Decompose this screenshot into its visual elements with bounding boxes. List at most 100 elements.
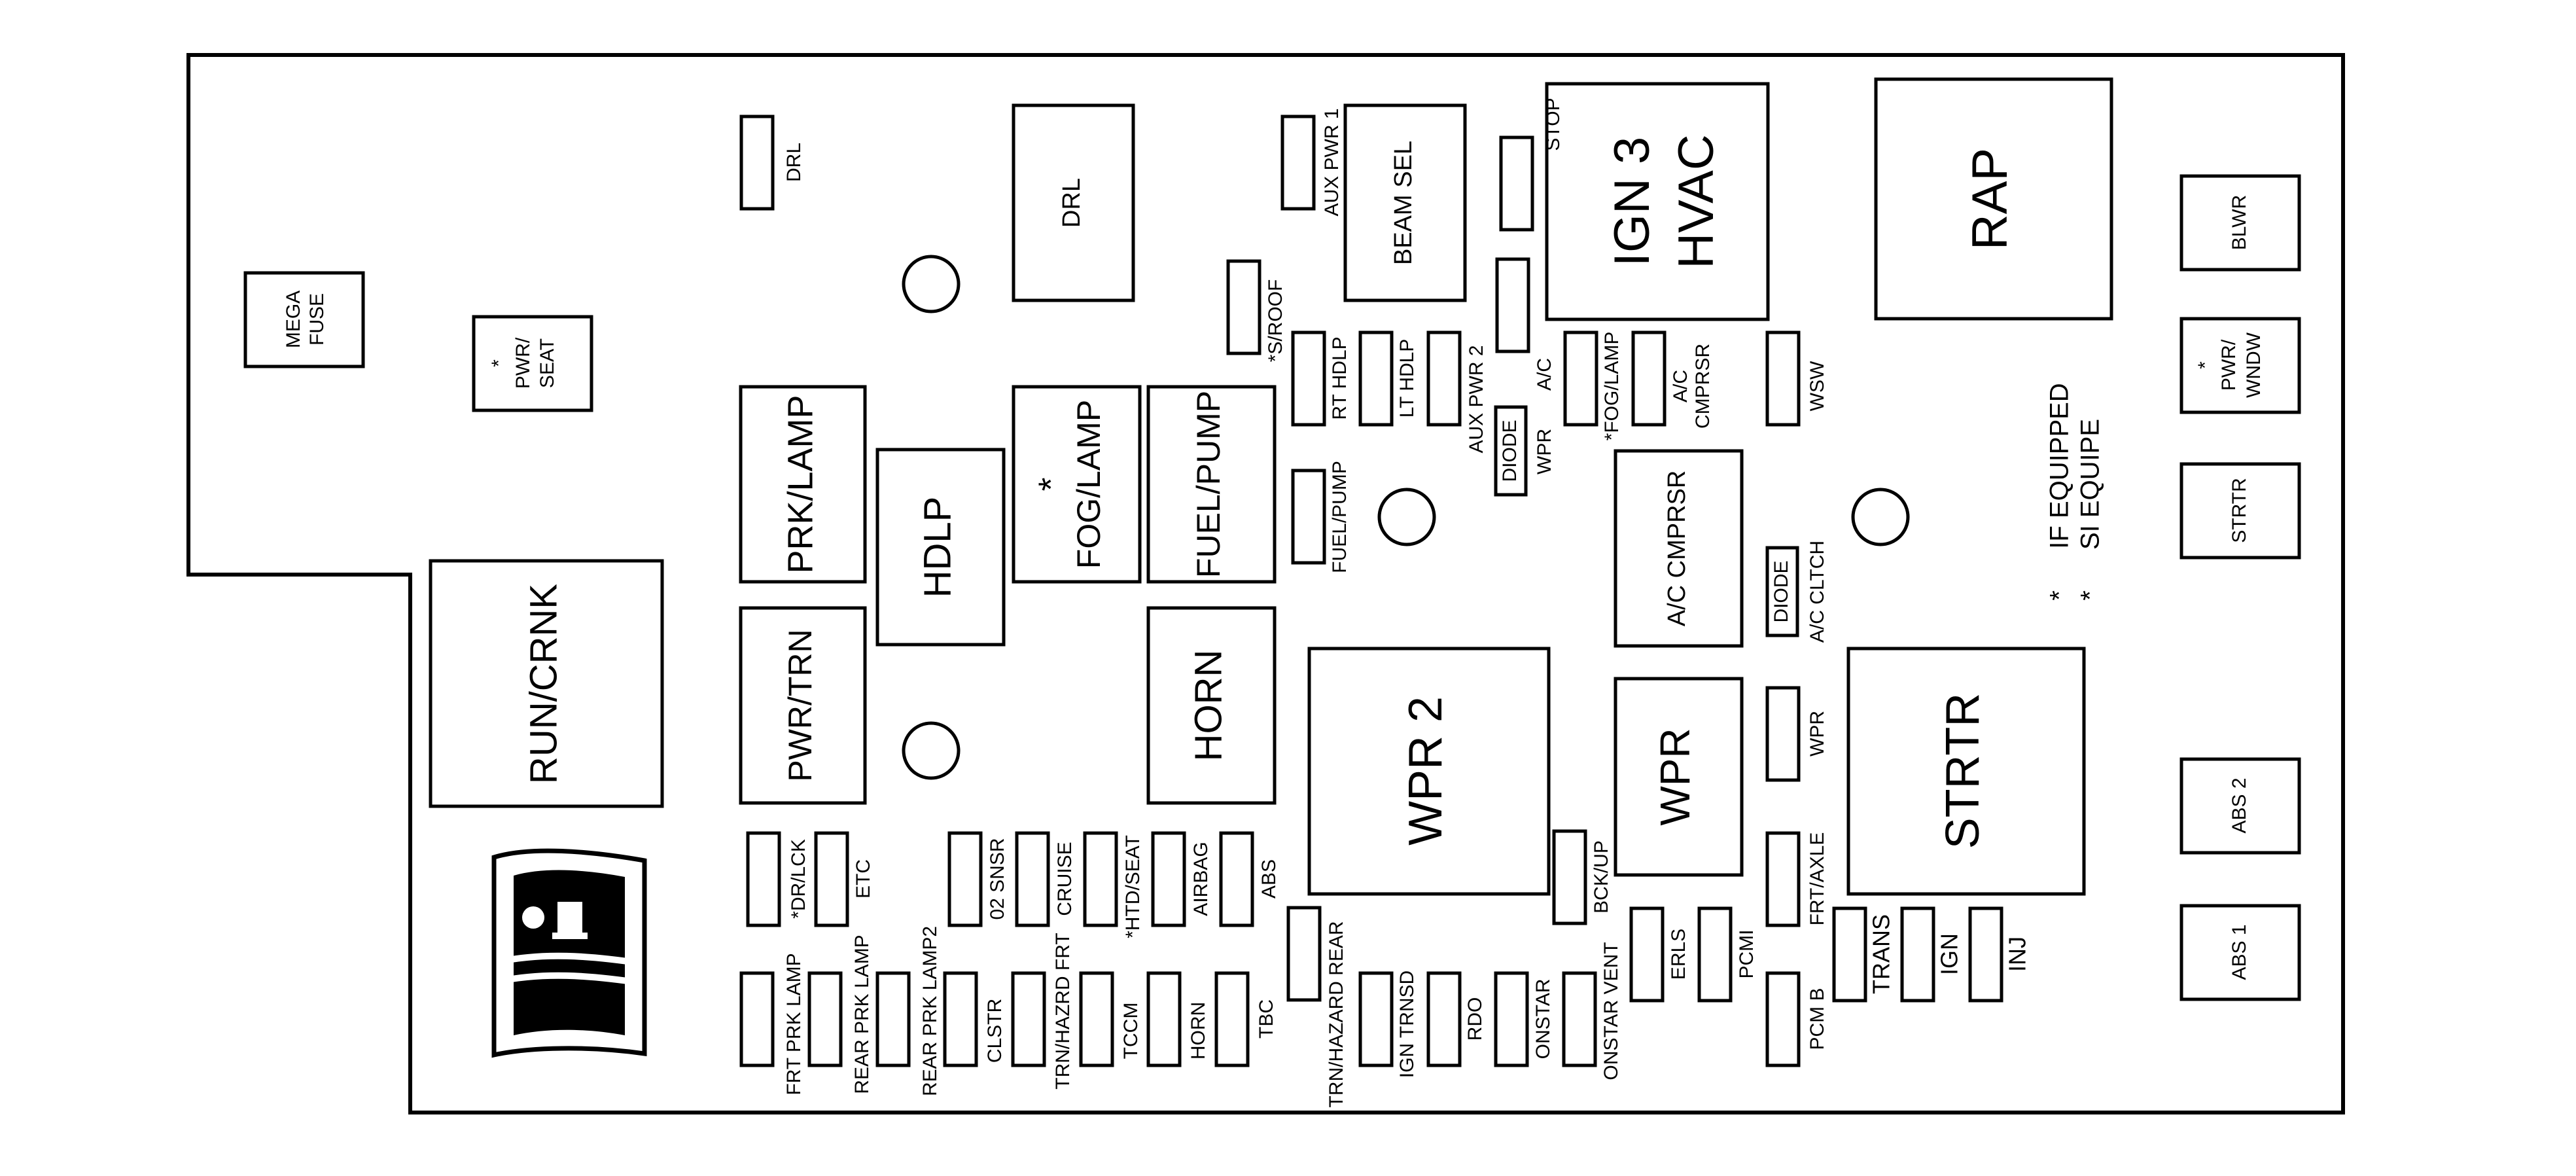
fuse-wsw: WSW	[1765, 330, 1828, 427]
relay-beam-sel: BEAM SEL	[1343, 103, 1467, 302]
fuse-label: ERLS	[1668, 929, 1689, 980]
fuse-tccm: TCCM	[1079, 971, 1142, 1067]
fuse-label: ABS 1	[2229, 924, 2250, 980]
fuse-label: TRANS	[1868, 914, 1895, 994]
fuse-pcm-b: PCM B	[1765, 971, 1828, 1067]
relay-label: RUN/CRNK	[522, 584, 565, 784]
fuse-label: *HTD/SEAT	[1122, 835, 1144, 938]
legend-star: *	[2076, 590, 2105, 601]
relay-fog-lamp: * FOG/LAMP	[1012, 385, 1142, 584]
relay-label: WPR 2	[1400, 696, 1452, 846]
fuse-label: PWR/	[2218, 339, 2240, 391]
fuse-label: *	[2195, 361, 2216, 369]
relay-label: IGN 3	[1604, 137, 1660, 267]
owner-manual-book-icon	[491, 848, 647, 1058]
fuse-rear-prk-lamp: REAR PRK LAMP	[807, 935, 873, 1094]
fuse-abs-1: ABS 1	[2179, 904, 2301, 1001]
fuse-label: IGN	[1936, 933, 1963, 975]
fuse-label: STOP	[1542, 98, 1564, 151]
fuse-fuel-pump: FUEL/PUMP	[1291, 461, 1350, 573]
fuse-label: CMPRSR	[1692, 344, 1714, 429]
relay-strtr: STRTR	[1846, 647, 2086, 896]
fuse-erls: ERLS	[1629, 906, 1689, 1003]
fuse-label: *FOG/LAMP	[1601, 332, 1623, 441]
fuse-label: *	[488, 359, 510, 367]
fuse-label: WSW	[1807, 361, 1828, 411]
legend-text: SI EQUIPE	[2076, 419, 2105, 550]
fuse-label: AIRBAG	[1190, 842, 1212, 916]
relay-label: FUEL/PUMP	[1190, 391, 1227, 578]
relay-label: WPR	[1651, 728, 1699, 825]
fuse-label: REAR PRK LAMP2	[919, 926, 941, 1096]
fuse-label: PCMI	[1736, 930, 1757, 979]
diode-2: DIODE	[1765, 546, 1799, 637]
fuse-ign-trnsd: IGN TRNSD	[1358, 971, 1418, 1078]
fuse-label-ac: A/C	[1534, 358, 1555, 391]
fuse-drl: DRL	[739, 115, 805, 211]
fuse-label: TRN/HAZARD REAR	[1326, 921, 1347, 1107]
fuse-rear-prk-lamp2: REAR PRK LAMP2	[875, 926, 941, 1096]
fuse-label: TBC	[1256, 999, 1277, 1039]
fuse-trn-hazrd-frt: TRN/HAZRD FRT	[1011, 933, 1074, 1090]
fuse-horn: HORN	[1146, 971, 1209, 1067]
mounting-hole	[902, 255, 961, 313]
relay-label: DRL	[1058, 178, 1085, 228]
fuse-label: ABS 2	[2229, 777, 2250, 833]
fuse-stop: STOP	[1499, 98, 1564, 232]
fuse-aux-pwr-1: AUX PWR 1	[1280, 108, 1343, 217]
fuse-label: *S/ROOF	[1265, 279, 1286, 363]
relay-run-crnk: RUN/CRNK	[429, 559, 664, 808]
fuse-label: AUX PWR 2	[1466, 345, 1487, 453]
fuse-label: FRT PRK LAMP	[783, 953, 805, 1095]
fuse-htd-seat: *HTD/SEAT	[1083, 831, 1144, 938]
fuse-label: 02 SNSR	[987, 838, 1008, 919]
fuse-label: PCM B	[1807, 988, 1828, 1050]
fuse-label: FRT/AXLE	[1807, 832, 1828, 926]
fuse-label: PWR/	[512, 337, 534, 389]
relay-ac-cmprsr: A/C CMPRSR	[1614, 449, 1744, 648]
relay-label-star: *	[1031, 477, 1070, 491]
fuse-trn-hazard-rear: TRN/HAZARD REAR	[1286, 906, 1347, 1108]
diode-label: DIODE	[1771, 560, 1792, 622]
relay-label: PWR/TRN	[782, 629, 819, 781]
mounting-hole	[1851, 488, 1910, 546]
fuse-label: ABS	[1258, 859, 1280, 899]
legend-if-equipped: * IF EQUIPPED * SI EQUIPE	[2045, 383, 2105, 600]
fuse-label: RDO	[1464, 997, 1486, 1041]
fuse-rt-hdlp: RT HDLP	[1291, 330, 1350, 427]
mounting-hole	[902, 721, 961, 780]
fuse-strtr: STRTR	[2179, 462, 2301, 560]
fuse-block-outline	[186, 53, 2345, 1114]
fuse-tbc: TBC	[1214, 971, 1277, 1067]
fuse-label: FUEL/PUMP	[1329, 461, 1350, 573]
fuse-pcmi: PCMI	[1697, 906, 1757, 1003]
fuse-label: BLWR	[2229, 195, 2250, 250]
fuse-blwr: BLWR	[2179, 174, 2301, 272]
relay-label: HORN	[1187, 650, 1229, 762]
fuse-o2-snsr: 02 SNSR	[947, 831, 1008, 927]
relay-hdlp: HDLP	[875, 448, 1006, 647]
relay-rap: RAP	[1874, 77, 2113, 321]
fuse-clstr: CLSTR	[943, 971, 1006, 1067]
fuse-wpr-right: WPR	[1765, 686, 1828, 782]
fuse-wpr-top	[1495, 257, 1530, 353]
fuse-label: ONSTAR VENT	[1600, 942, 1622, 1080]
relay-prk-lamp: PRK/LAMP	[739, 385, 867, 584]
relay-label: PRK/LAMP	[781, 395, 820, 573]
fuse-bck-up: BCK/UP	[1552, 829, 1612, 925]
relay-wpr2: WPR 2	[1307, 647, 1551, 896]
fuse-label: TRN/HAZRD FRT	[1052, 933, 1074, 1089]
fuse-label: DRL	[783, 143, 805, 182]
diode-label: DIODE	[1499, 419, 1521, 482]
fuse-label: ONSTAR	[1532, 979, 1554, 1060]
relay-label: HVAC	[1668, 134, 1724, 269]
fuse-label-ac-clutch: A/C CLTCH	[1807, 541, 1828, 643]
fuse-cruise: CRUISE	[1015, 831, 1076, 927]
legend-star: *	[2045, 590, 2074, 601]
relay-label: BEAM SEL	[1390, 141, 1417, 265]
relay-label: STRTR	[1937, 693, 1989, 849]
relay-label: HDLP	[916, 497, 959, 598]
legend-text: IF EQUIPPED	[2045, 383, 2074, 548]
relay-label: RAP	[1962, 148, 2018, 250]
fuse-label: REAR PRK LAMP	[851, 935, 873, 1094]
